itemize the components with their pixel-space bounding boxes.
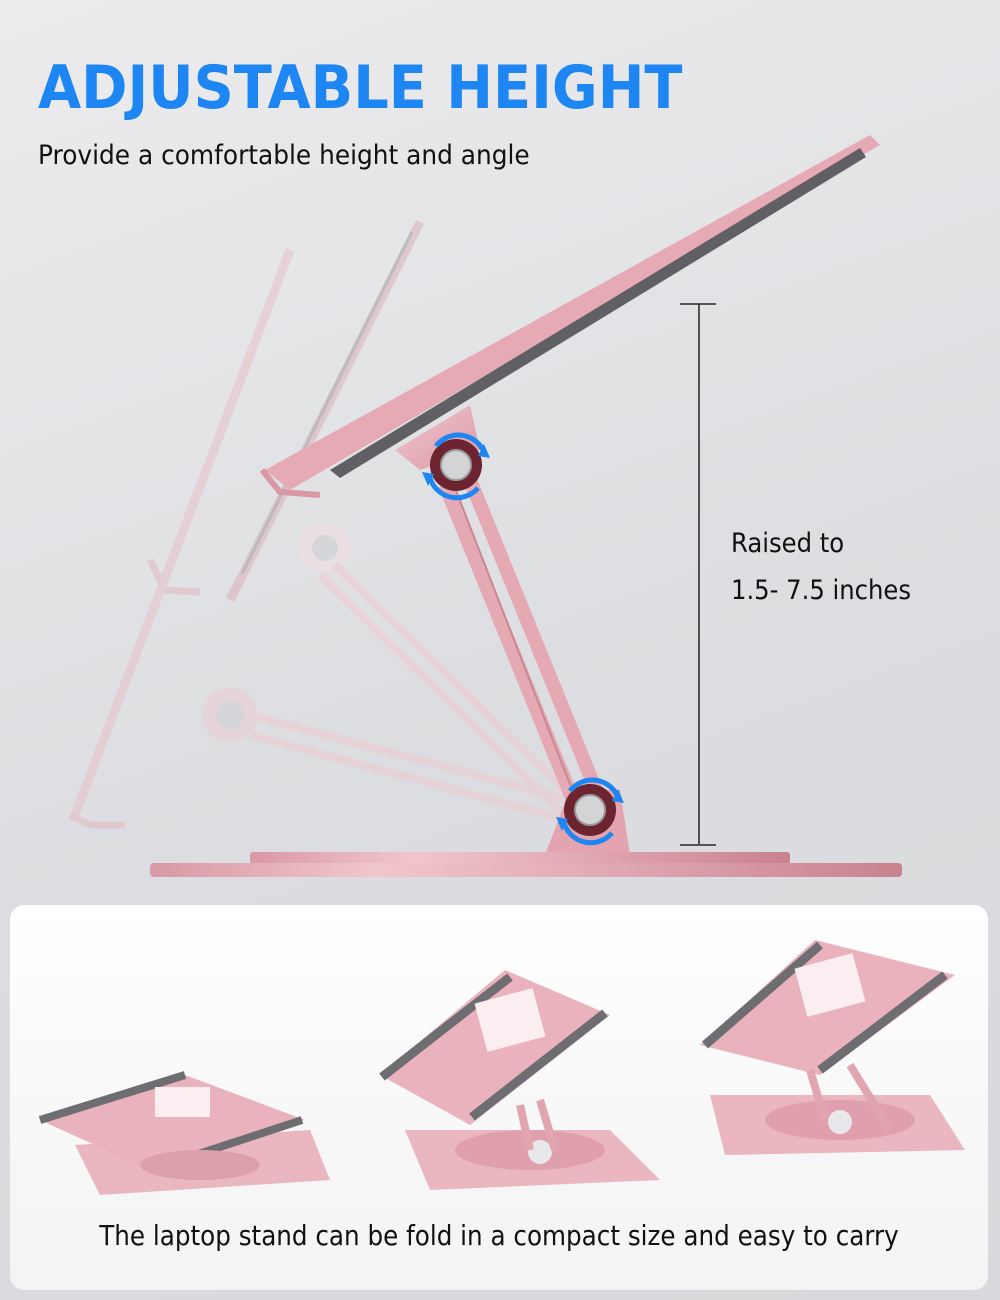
support-arms [438, 474, 607, 811]
stand-positions-illustration [38, 940, 965, 1195]
height-label-line1: Raised to [731, 528, 845, 559]
page-title: ADJUSTABLE HEIGHT [38, 53, 683, 123]
gallery-item-medium [379, 970, 660, 1190]
gallery-item-max [700, 940, 965, 1155]
rotate-arrows-icon [434, 432, 487, 454]
laptop-stand-side-view [68, 135, 902, 877]
page-subtitle: Provide a comfortable height and angle [38, 140, 530, 171]
height-measure-bracket [680, 303, 716, 846]
gallery-item-folded [38, 1071, 330, 1195]
ghost-stand-positions [68, 219, 578, 829]
height-label-line2: 1.5- 7.5 inches [731, 575, 912, 606]
joint-upper [422, 432, 490, 501]
joint-lower [556, 777, 624, 846]
rotate-arrows-icon [568, 777, 621, 799]
height-range-label: Raised to 1.5- 7.5 inches [731, 520, 911, 614]
fold-gallery-card: The laptop stand can be fold in a compac… [10, 905, 988, 1290]
gallery-caption: The laptop stand can be fold in a compac… [99, 1219, 899, 1252]
